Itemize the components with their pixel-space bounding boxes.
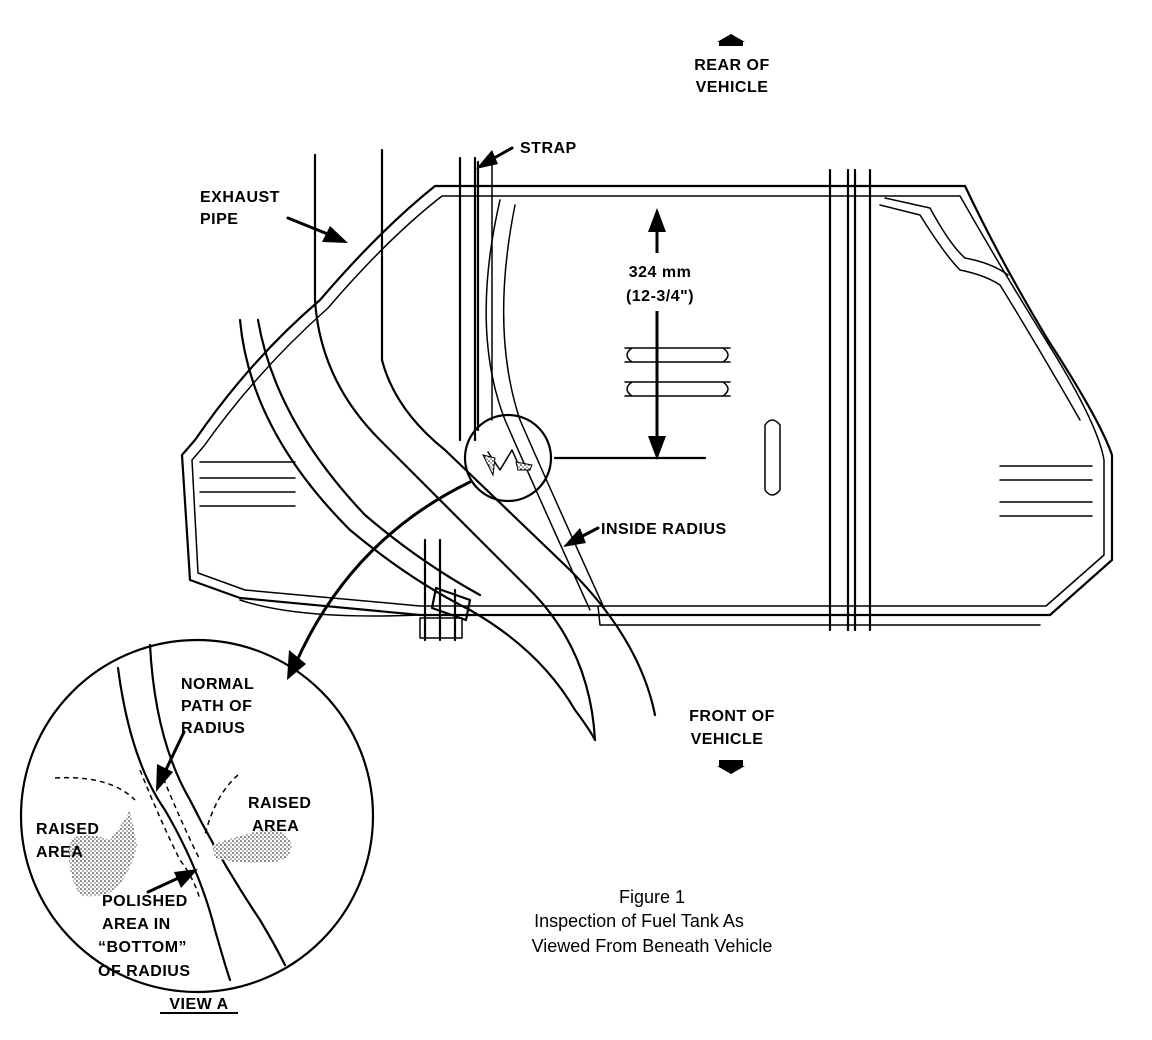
caption-line1: Figure 1 (619, 887, 685, 907)
front-label-line2: VEHICLE (691, 731, 764, 748)
inspection-circle (463, 413, 553, 503)
front-arrow-icon (717, 766, 745, 774)
figure-caption: Figure 1 Inspection of Fuel Tank As View… (532, 887, 773, 956)
rear-label-line1: REAR OF (694, 57, 770, 74)
leader-arrows (286, 146, 600, 547)
rear-arrow-base (719, 41, 743, 46)
view-a-callout-arrow (287, 480, 472, 680)
polished-label-line3: “BOTTOM” (98, 939, 187, 956)
dimension-mm-label: 324 mm (629, 264, 692, 281)
normal-path-label-line2: PATH OF (181, 698, 252, 715)
view-a-detail (19, 638, 375, 994)
labels: REAR OF VEHICLE STRAP EXHAUST PIPE 324 m… (36, 57, 775, 1013)
exhaust-label-line1: EXHAUST (200, 189, 280, 206)
exhaust-label-line2: PIPE (200, 211, 238, 228)
raised-left-label-line2: AREA (36, 844, 83, 861)
rear-arrow-icon (717, 34, 745, 42)
normal-path-label-line3: RADIUS (181, 720, 245, 737)
dimension-324mm (553, 208, 707, 460)
polished-label-line2: AREA IN (102, 916, 171, 933)
view-a-label: VIEW A (169, 996, 228, 1013)
polished-label-line4: OF RADIUS (98, 963, 191, 980)
exhaust-pipe (238, 148, 657, 742)
normal-path-label-line1: NORMAL (181, 676, 254, 693)
caption-line3: Viewed From Beneath Vehicle (532, 936, 773, 956)
caption-line2: Inspection of Fuel Tank As (534, 911, 744, 931)
dimension-in-label: (12-3/4") (626, 288, 694, 305)
strap (419, 156, 493, 642)
front-arrow-base (719, 760, 743, 766)
polished-label-line1: POLISHED (102, 893, 188, 910)
raised-left-label-line1: RAISED (36, 821, 99, 838)
fuel-tank (180, 168, 1114, 632)
raised-right-label-line2: AREA (252, 818, 299, 835)
raised-right-label-line1: RAISED (248, 795, 311, 812)
strap-label: STRAP (520, 140, 577, 157)
inside-radius-label: INSIDE RADIUS (601, 521, 727, 538)
front-label-line1: FRONT OF (689, 708, 775, 725)
rear-label-line2: VEHICLE (696, 79, 769, 96)
